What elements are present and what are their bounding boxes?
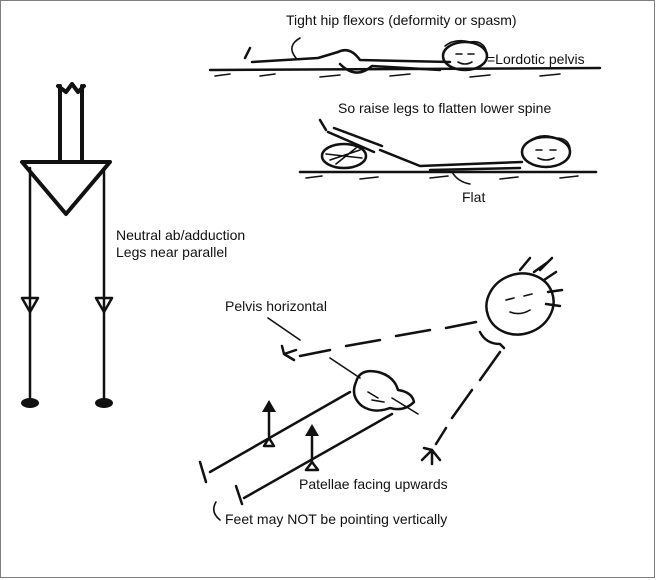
label-legs-parallel: Legs near parallel [116,244,228,260]
raised-shins [326,126,384,154]
diagonal-figure [198,256,564,521]
label-tight-hip-flexors: Tight hip flexors (deformity or spasm) [286,12,517,28]
label-feet-not-vertical: Feet may NOT be pointing vertically [225,511,448,527]
diagonal-face [505,293,533,315]
lifted-foot [318,118,328,132]
label-patellae-upwards: Patellae facing upwards [299,476,448,492]
flat-head [520,135,572,169]
left-patella [20,296,40,314]
right-patella-diagonal [304,460,320,472]
knee-support-pillow [320,142,368,170]
label-raise-legs: So raise legs to flatten lower spine [338,100,552,116]
lordotic-legs [243,46,340,64]
diagonal-legs [208,390,394,500]
diagonal-arm-lower [434,350,502,446]
lordotic-arch-back [336,49,452,64]
pillow-hatching [325,147,363,165]
lordotic-face [455,53,475,65]
diagonal-neck [478,330,506,350]
left-patella-diagonal [262,436,276,448]
left-foot [21,398,39,408]
right-patella-arrow-head [305,424,319,436]
leader-pelvis-horizontal [267,317,419,415]
right-foot [95,398,113,408]
label-neutral-abduction: Neutral ab/adduction [116,227,246,243]
floor-hatch-top [214,73,561,78]
diagonal-feet [198,460,244,506]
leader-feet [212,501,221,521]
label-pelvis-horizontal: Pelvis horizontal [225,298,327,314]
trunk-break [56,82,86,94]
floor-hatch-middle [305,175,579,180]
flat-body-lower [428,166,522,172]
flat-body-back [378,148,524,168]
trunk-shaft [58,84,84,162]
neutral-legs-diagram [20,82,114,408]
label-flat: Flat [462,189,486,205]
lordotic-head [441,40,489,72]
diagonal-hair [518,256,564,308]
diagonal-arm-upper [298,320,478,358]
flat-face [535,149,557,161]
leader-flat [451,171,471,185]
flatten-figure [298,118,598,185]
pelvis-bones [352,369,416,412]
label-lordotic-pelvis: =Lordotic pelvis [487,51,585,67]
parallel-legs [28,166,106,402]
flat-hair [527,134,571,149]
upper-hand [280,344,298,362]
leader-tight-hip [291,37,301,59]
lordotic-body-lower [338,62,442,74]
pelvis-detail [367,391,385,403]
lordotic-figure [208,37,602,78]
right-patella [94,296,114,314]
left-patella-arrow-head [262,400,276,412]
lower-hand [420,446,442,466]
lordotic-hair [444,39,487,51]
pelvis-triangle [20,160,112,216]
